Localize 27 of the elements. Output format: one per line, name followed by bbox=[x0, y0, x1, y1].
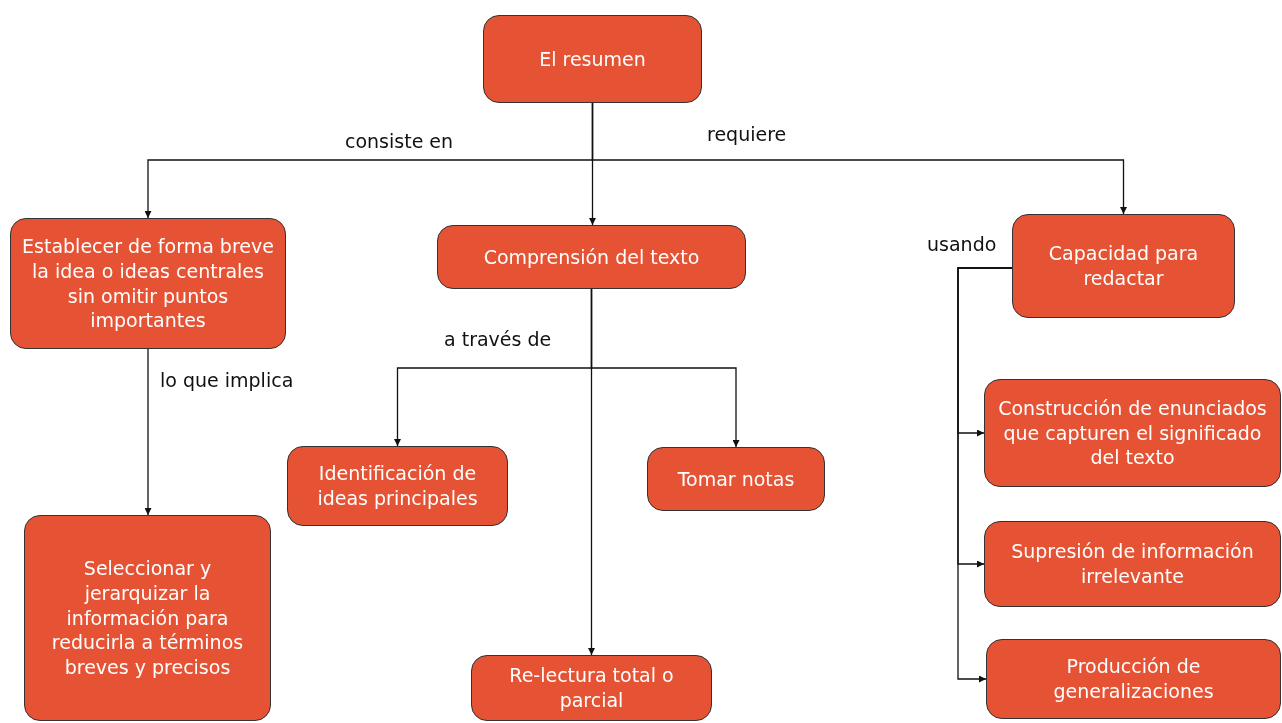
concept-box bbox=[287, 446, 508, 526]
concept-box bbox=[1012, 214, 1235, 318]
node-text: Establecer de forma breve la idea o ideas centrales sin omitir puntos importantes bbox=[21, 234, 275, 333]
concept-box bbox=[984, 521, 1281, 607]
node-text: Capacidad para redactar bbox=[1047, 241, 1200, 291]
node-text: Identificación de ideas principales bbox=[316, 461, 479, 511]
concept-box bbox=[437, 225, 746, 289]
concept-box bbox=[984, 379, 1281, 487]
concept-box bbox=[483, 15, 702, 103]
node-text: Comprensión del texto bbox=[483, 244, 700, 270]
node-text: Re-lectura total o parcial bbox=[508, 663, 675, 713]
concept-box bbox=[471, 655, 712, 721]
arrow bbox=[591, 102, 1127, 215]
node-text: Tomar notas bbox=[677, 466, 795, 492]
node-text: Supresión de información irrelevante bbox=[1010, 539, 1255, 589]
concept-box bbox=[24, 515, 271, 721]
arrow bbox=[144, 348, 152, 516]
concept-box bbox=[986, 639, 1281, 719]
arrow bbox=[957, 267, 1013, 683]
node-text: El resumen bbox=[539, 46, 646, 72]
node-text: Producción de generalizaciones bbox=[1052, 654, 1215, 704]
arrow bbox=[588, 288, 595, 656]
node-text: Seleccionar y jerarquizar la información para reducirla a términos breves y precisos bbox=[50, 556, 245, 680]
concept-box bbox=[10, 218, 286, 349]
edge-label: requiere bbox=[705, 123, 789, 146]
node-text: Construcción de enunciados que capturen el significado del texto bbox=[997, 395, 1268, 471]
concept-box bbox=[647, 447, 825, 511]
